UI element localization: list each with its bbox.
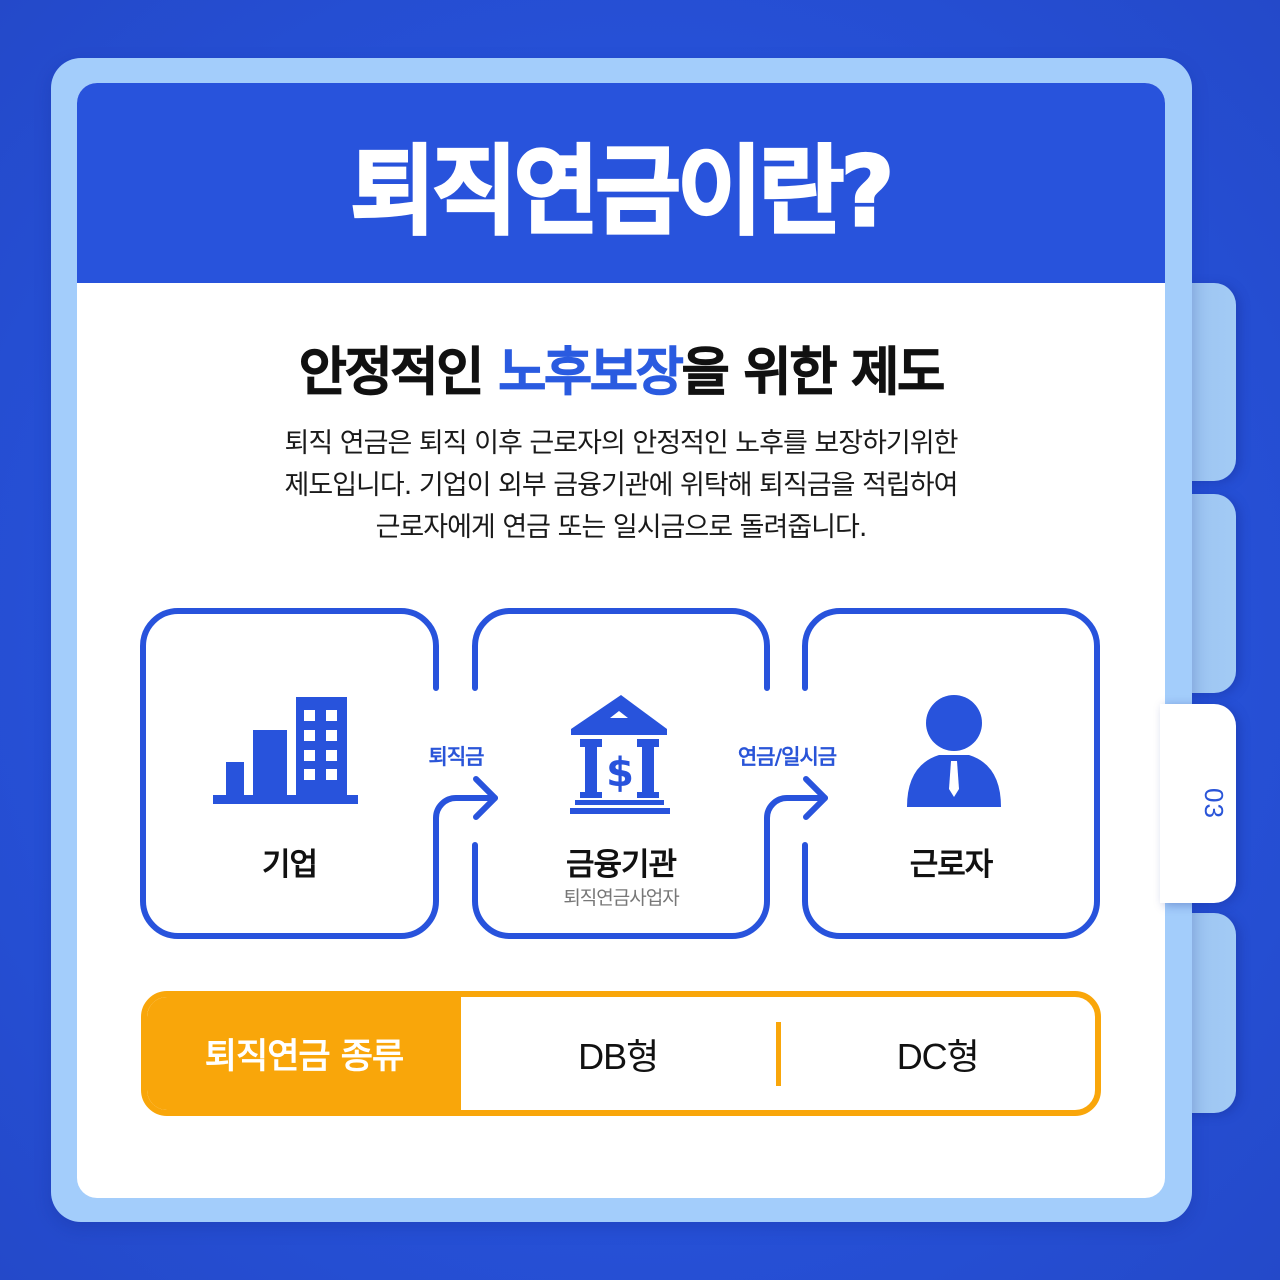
arrow-right-icon xyxy=(473,776,498,820)
building-icon xyxy=(213,697,358,804)
arrow-label-severance: 퇴직금 xyxy=(428,745,485,769)
box-company-border xyxy=(140,608,498,939)
type-db[interactable]: DB형 xyxy=(578,1035,659,1077)
bank-icon: $ xyxy=(570,695,670,814)
box-sublabel-finance: 퇴직연금사업자 xyxy=(563,887,679,909)
pension-types-label: 퇴직연금 종류 xyxy=(147,997,461,1110)
arrow-label-pension: 연금/일시금 xyxy=(737,745,837,769)
arrow-right-icon xyxy=(803,776,828,820)
page-title: 퇴직연금이란? xyxy=(349,134,895,249)
description-line: 퇴직 연금은 퇴직 이후 근로자의 안정적인 노후를 보장하기위한 xyxy=(284,428,959,459)
subtitle-after: 을 위한 제도 xyxy=(681,343,945,404)
box-worker-border xyxy=(802,608,1100,939)
flow-diagram: $ xyxy=(140,608,1100,939)
box-label-worker: 근로자 xyxy=(909,847,994,883)
type-divider xyxy=(775,1021,781,1086)
header-banner: 퇴직연금이란? xyxy=(77,83,1165,283)
subtitle-before: 안정적인 xyxy=(298,343,499,404)
description: 퇴직 연금은 퇴직 이후 근로자의 안정적인 노후를 보장하기위한 제도입니다.… xyxy=(77,423,1165,549)
type-dc[interactable]: DC형 xyxy=(896,1035,980,1077)
tab-03-active[interactable]: 03 xyxy=(1160,704,1236,903)
svg-text:$: $ xyxy=(606,750,634,796)
subtitle-highlight: 노후보장 xyxy=(498,343,684,404)
subtitle: 안정적인 노후보장을 위한 제도 xyxy=(77,330,1165,405)
box-label-company: 기업 xyxy=(261,847,318,883)
info-card: 퇴직연금이란? 안정적인 노후보장을 위한 제도 퇴직 연금은 퇴직 이후 근로… xyxy=(77,83,1165,1198)
tab-page-number: 03 xyxy=(1198,788,1229,819)
pension-types-bar: 퇴직연금 종류 DB형 DC형 xyxy=(141,991,1101,1116)
worker-icon xyxy=(907,695,1001,807)
description-line: 근로자에게 연금 또는 일시금으로 돌려줍니다. xyxy=(375,512,868,543)
box-finance-border xyxy=(472,608,770,691)
box-label-finance: 금융기관 xyxy=(565,847,677,883)
description-line: 제도입니다. 기업이 외부 금융기관에 위탁해 퇴직금을 적립하여 xyxy=(284,470,959,501)
